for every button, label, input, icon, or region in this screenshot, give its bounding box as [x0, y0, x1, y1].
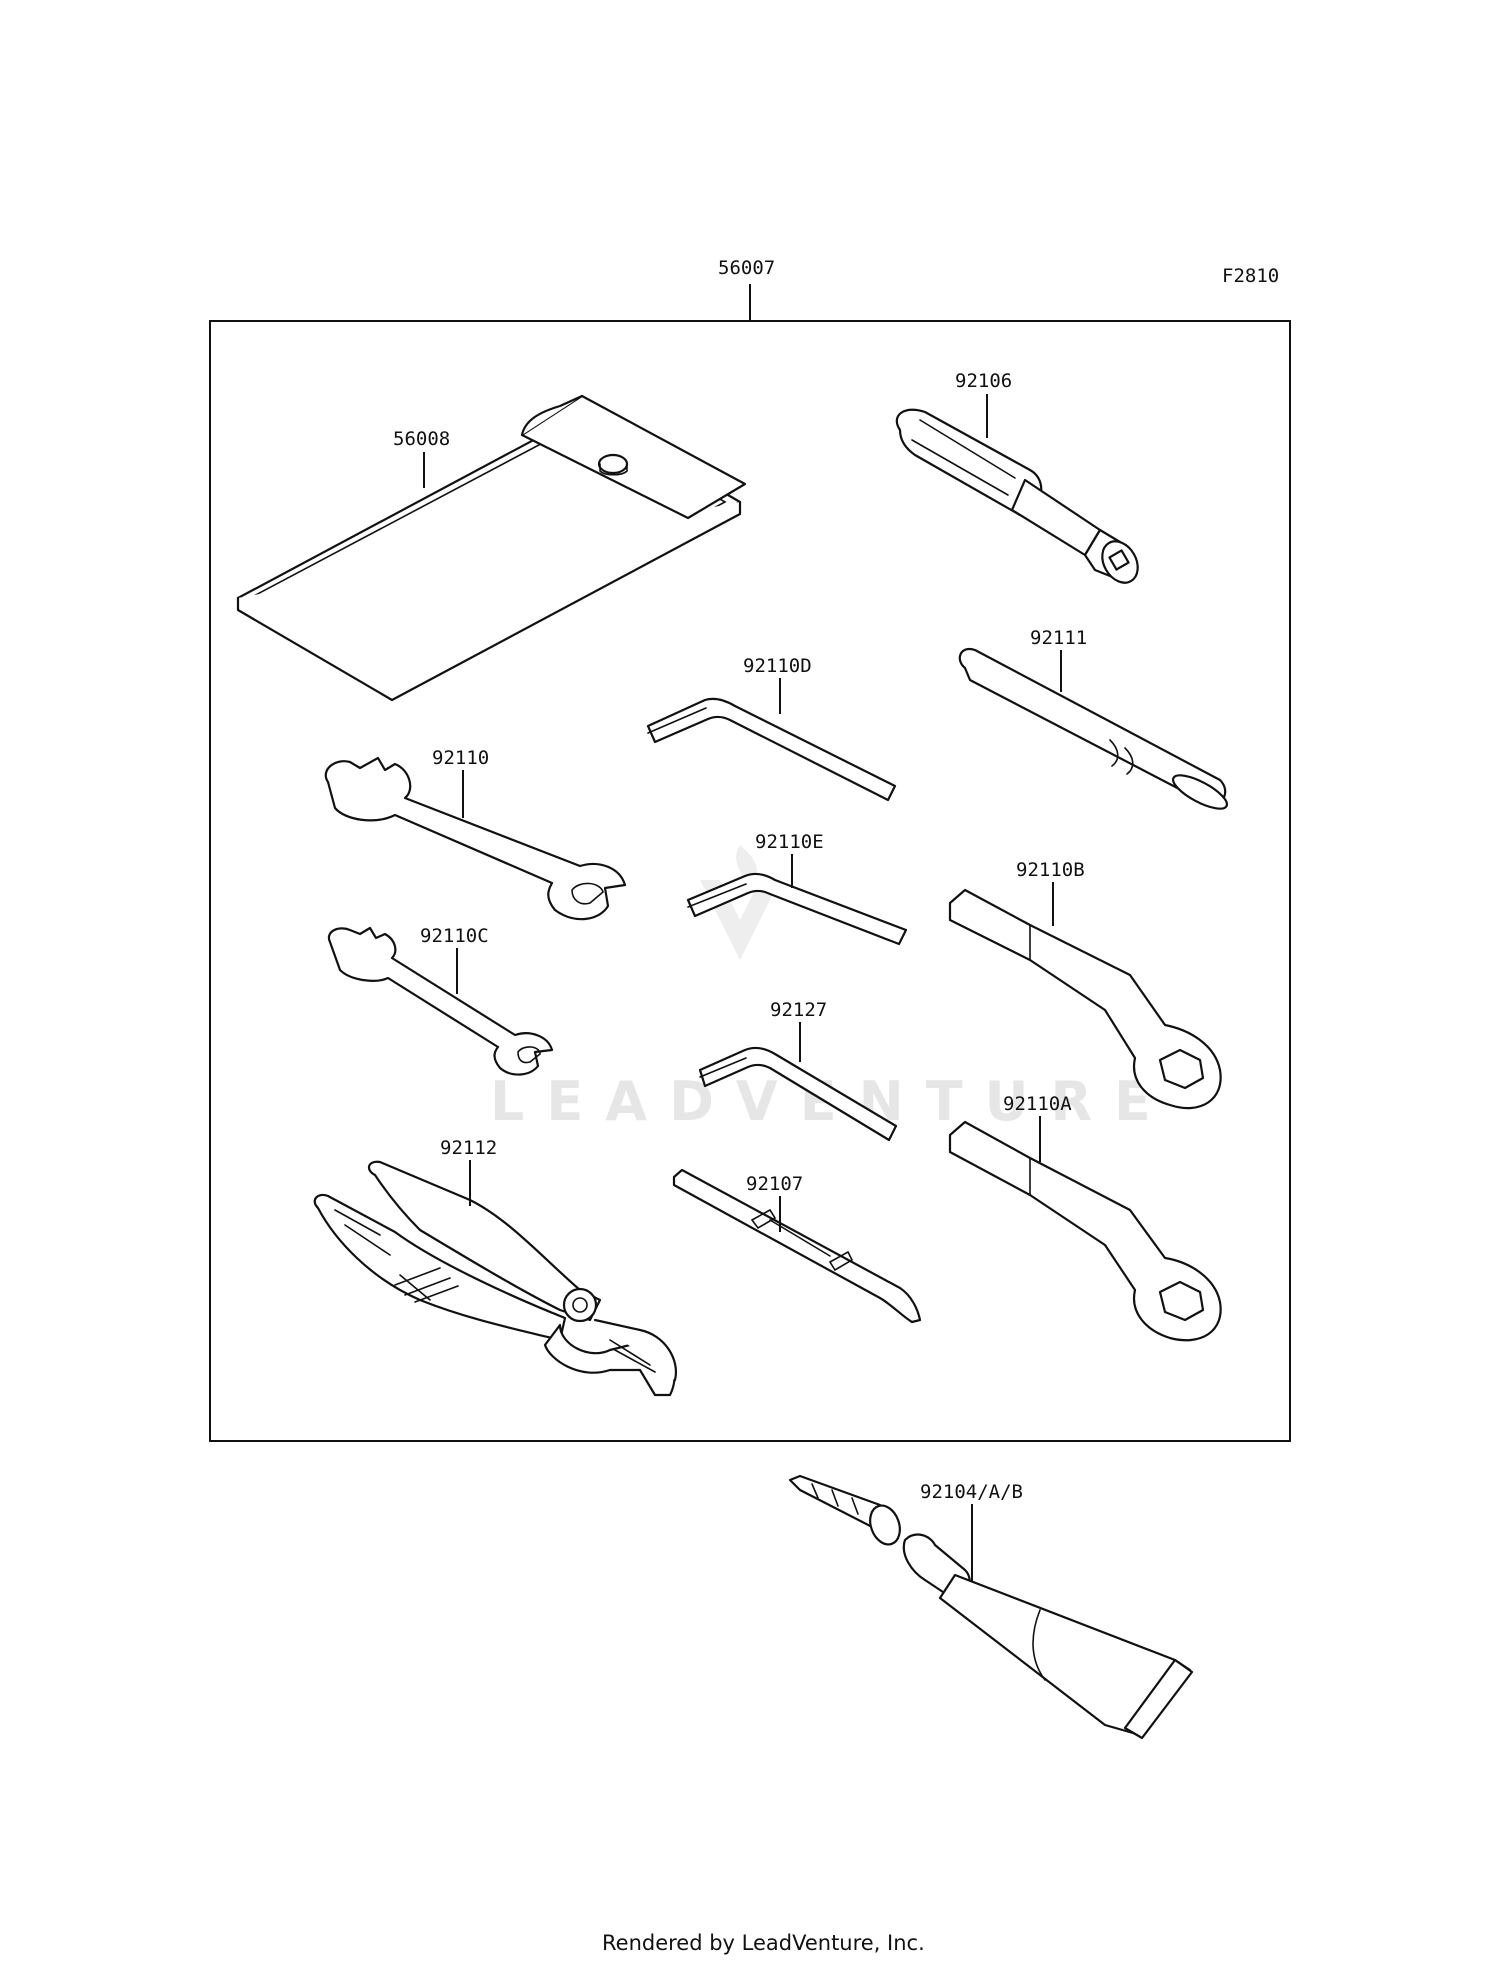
- ring-wrench-92110A-drawing: [948, 1120, 1222, 1342]
- part-label-92112[interactable]: 92112: [440, 1137, 497, 1159]
- part-label-92127[interactable]: 92127: [770, 999, 827, 1021]
- part-label-92110B[interactable]: 92110B: [1016, 859, 1085, 881]
- pliers-drawing: [313, 1160, 678, 1397]
- tool-bag-drawing: [236, 394, 747, 702]
- part-label-56007[interactable]: 56007: [718, 257, 775, 279]
- screwdriver-drawing: [672, 1168, 922, 1324]
- tool-kit-box: [209, 320, 1291, 1442]
- wrench-92110-drawing: [324, 756, 627, 921]
- part-label-92110E[interactable]: 92110E: [755, 831, 824, 853]
- wrench-92110C-drawing: [327, 926, 554, 1076]
- part-label-92110C[interactable]: 92110C: [420, 925, 489, 947]
- part-label-92104[interactable]: 92104/A/B: [920, 1481, 1023, 1503]
- part-label-92107[interactable]: 92107: [746, 1173, 803, 1195]
- part-label-56008[interactable]: 56008: [393, 428, 450, 450]
- part-label-92111[interactable]: 92111: [1030, 627, 1087, 649]
- hex-key-92127-drawing: [698, 1046, 898, 1142]
- footer-credit: Rendered by LeadVenture, Inc.: [602, 1931, 925, 1955]
- tommy-bar-drawing: [958, 647, 1229, 810]
- hex-key-92110D-drawing: [646, 697, 897, 802]
- part-label-92110A[interactable]: 92110A: [1003, 1093, 1072, 1115]
- part-label-92106[interactable]: 92106: [955, 370, 1012, 392]
- part-label-92110D[interactable]: 92110D: [743, 655, 812, 677]
- ring-wrench-92110B-drawing: [948, 888, 1222, 1110]
- grease-tube-drawing: [788, 1474, 1194, 1740]
- figure-code: F2810: [1222, 265, 1279, 287]
- part-label-92110[interactable]: 92110: [432, 747, 489, 769]
- hex-key-92110E-drawing: [686, 872, 908, 946]
- socket-handle-drawing: [895, 408, 1139, 584]
